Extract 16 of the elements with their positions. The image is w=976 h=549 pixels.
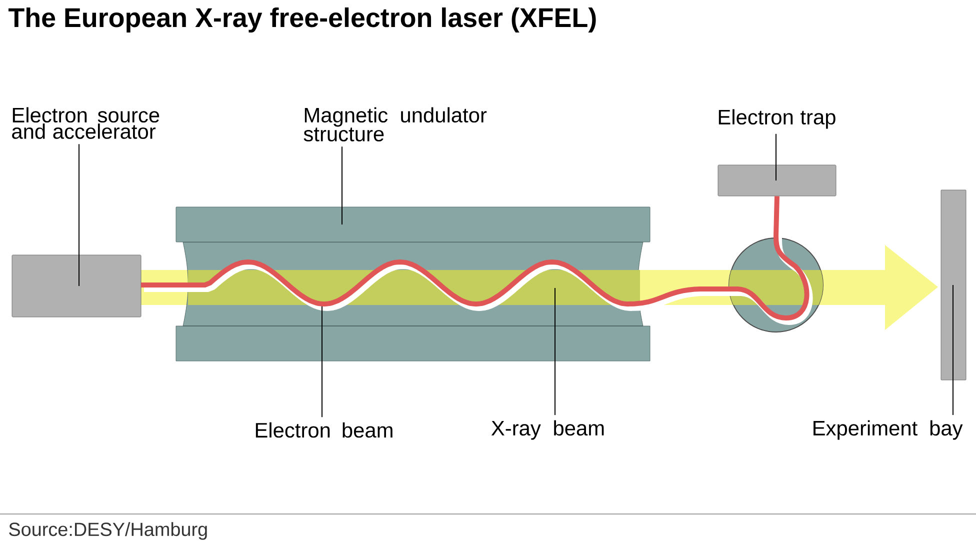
part-label: Electron beam xyxy=(256,422,392,438)
electron-beam-line xyxy=(141,196,810,320)
part-label: Experiment bay xyxy=(814,420,963,440)
part-label: Magnetic undulator structure xyxy=(304,107,487,142)
trap-box xyxy=(718,164,836,196)
magnet-bar xyxy=(176,206,650,242)
part-label: Electron source and accelerator xyxy=(12,107,160,139)
part-label: Electron trap xyxy=(718,109,836,129)
accelerator-box xyxy=(12,254,142,318)
leader-line xyxy=(952,284,954,416)
source-note: Source:DESY/Hamburg xyxy=(9,522,207,540)
part-label: X-ray beam xyxy=(491,420,604,440)
leader-line xyxy=(78,144,80,286)
screen-bar xyxy=(940,190,966,380)
title: The European X-ray free-electron laser (XFEL) xyxy=(8,7,596,33)
leader-line xyxy=(554,288,556,416)
